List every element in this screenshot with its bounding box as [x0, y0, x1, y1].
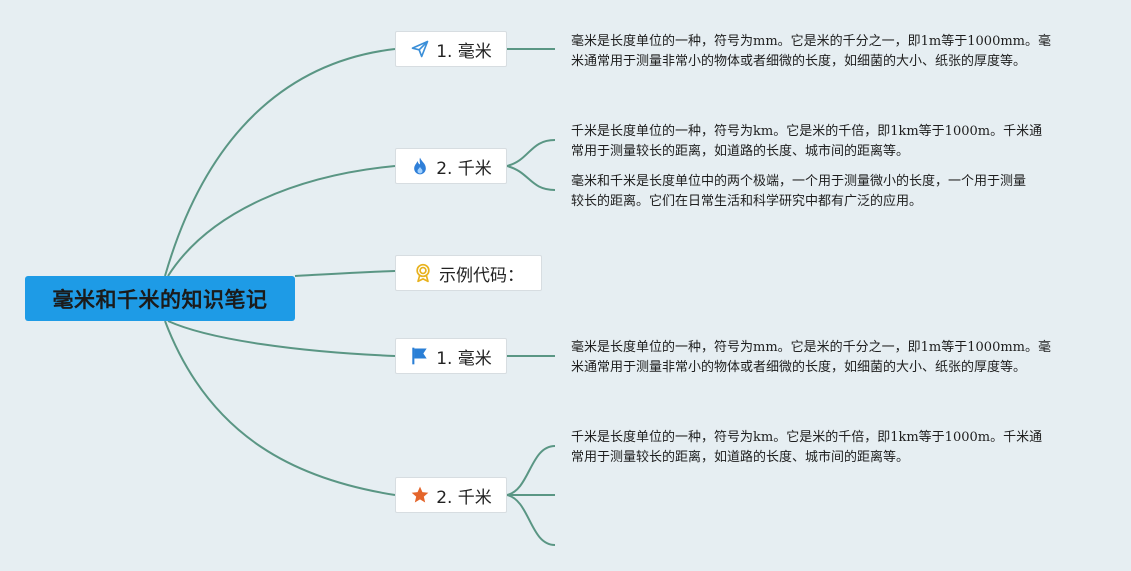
branch-km2-low [506, 494, 556, 546]
note-line: 毫米和千米是长度单位中的两个极端，一个用于测量微小的长度，一个用于测量 [571, 174, 1027, 189]
topic-example-code[interactable]: 示例代码： [395, 255, 542, 291]
note-line: 常用于测量较长的距离，如道路的长度、城市间的距离等。 [571, 450, 910, 465]
topic-label: 示例代码： [439, 265, 524, 286]
branch-lines [164, 48, 556, 546]
topic-label: 2. 千米 [436, 487, 492, 508]
note-line: 毫米是长度单位的一种，符号为mm。它是米的千分之一，即1m等于1000mm。毫 [571, 340, 1051, 355]
award-ribbon-icon [413, 263, 433, 283]
note-line: 米通常用于测量非常小的物体或者细微的长度，如细菌的大小、纸张的厚度等。 [571, 360, 1027, 375]
topic-mm-2[interactable]: 1. 毫米 [395, 338, 507, 374]
note-line: 常用于测量较长的距离，如道路的长度、城市间的距离等。 [571, 144, 910, 159]
flag-icon [410, 346, 430, 366]
note-mm-2: 毫米是长度单位的一种，符号为mm。它是米的千分之一，即1m等于1000mm。毫 … [571, 338, 1051, 378]
note-line: 千米是长度单位的一种，符号为km。它是米的千倍，即1km等于1000m。千米通 [571, 430, 1043, 445]
topic-km-1[interactable]: 2. 千米 [395, 148, 507, 184]
branch-root-example [294, 270, 396, 277]
branch-km1-note-b [506, 165, 556, 191]
topic-label: 2. 千米 [436, 158, 492, 179]
note-km-1b: 毫米和千米是长度单位中的两个极端，一个用于测量微小的长度，一个用于测量 较长的距… [571, 172, 1026, 212]
branch-root-mm2 [167, 320, 396, 357]
note-line: 较长的距离。它们在日常生活和科学研究中都有广泛的应用。 [571, 194, 923, 209]
note-line: 米通常用于测量非常小的物体或者细微的长度，如细菌的大小、纸张的厚度等。 [571, 54, 1027, 69]
topic-mm-1[interactable]: 1. 毫米 [395, 31, 507, 67]
branch-root-mm1 [164, 48, 396, 277]
branch-root-km2 [164, 320, 396, 496]
note-km-2a: 千米是长度单位的一种，符号为km。它是米的千倍，即1km等于1000m。千米通 … [571, 428, 1042, 468]
paper-plane-icon [410, 39, 430, 59]
branch-km2-note-a [506, 445, 556, 496]
branch-root-km1 [167, 165, 396, 277]
topic-label: 1. 毫米 [436, 348, 492, 369]
note-line: 毫米是长度单位的一种，符号为mm。它是米的千分之一，即1m等于1000mm。毫 [571, 34, 1051, 49]
topic-label: 1. 毫米 [436, 41, 492, 62]
root-title: 毫米和千米的知识笔记 [52, 287, 268, 312]
note-km-1a: 千米是长度单位的一种，符号为km。它是米的千倍，即1km等于1000m。千米通 … [571, 122, 1042, 162]
note-mm-1: 毫米是长度单位的一种，符号为mm。它是米的千分之一，即1m等于1000mm。毫 … [571, 32, 1051, 72]
note-line: 千米是长度单位的一种，符号为km。它是米的千倍，即1km等于1000m。千米通 [571, 124, 1043, 139]
branch-km1-note-a [506, 139, 556, 167]
topic-km-2[interactable]: 2. 千米 [395, 477, 507, 513]
fire-icon [410, 156, 430, 176]
star-icon [410, 485, 430, 505]
root-topic[interactable]: 毫米和千米的知识笔记 [25, 276, 295, 321]
